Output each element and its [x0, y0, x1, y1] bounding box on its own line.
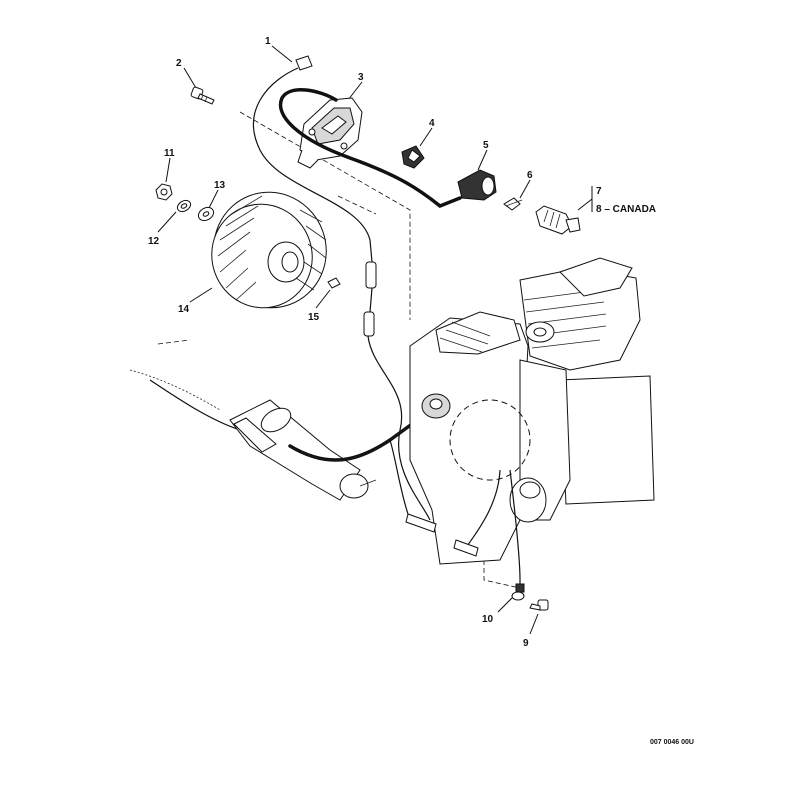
- callout-labels: 1 2 3 4 5 6 7 8 – CANADA 9 10 11 12 13 1…: [148, 36, 694, 746]
- document-number: 007 0046 00U: [650, 739, 694, 746]
- callout-6: 6: [527, 170, 533, 181]
- callout-5: 5: [483, 140, 489, 151]
- callout-10: 10: [482, 614, 494, 625]
- callout-11: 11: [164, 148, 175, 159]
- engine-assembly: [389, 257, 655, 581]
- washer-part-12: [176, 199, 192, 213]
- flywheel-part-14: [211, 191, 327, 309]
- leader-lines: [157, 45, 593, 635]
- screw-part-2: [190, 86, 215, 105]
- callout-12: 12: [148, 236, 160, 247]
- screw-part-9: [529, 599, 549, 611]
- callout-14: 14: [178, 304, 190, 315]
- callout-7: 7: [596, 186, 602, 197]
- ground-wire-part-1: [253, 55, 431, 521]
- nut-part-11: [155, 183, 173, 201]
- clip-part-4: [401, 145, 425, 169]
- key-part-15: [327, 277, 341, 289]
- spark-plug-boot-part-5: [457, 169, 497, 201]
- ignition-module-part-3: [278, 88, 462, 209]
- callout-2: 2: [176, 58, 182, 69]
- callout-8: 8 – CANADA: [596, 204, 656, 215]
- callout-4: 4: [429, 118, 435, 129]
- spark-plug-part-7: [535, 205, 581, 235]
- callout-1: 1: [265, 36, 271, 47]
- callout-9: 9: [523, 638, 529, 649]
- callout-15: 15: [308, 312, 320, 323]
- terminal-part-10: [511, 580, 525, 601]
- callout-3: 3: [358, 72, 364, 83]
- washer-part-13: [197, 206, 215, 222]
- drive-shaft-assembly: [129, 369, 414, 501]
- spring-clip-part-6: [503, 197, 523, 211]
- callout-13: 13: [214, 180, 226, 191]
